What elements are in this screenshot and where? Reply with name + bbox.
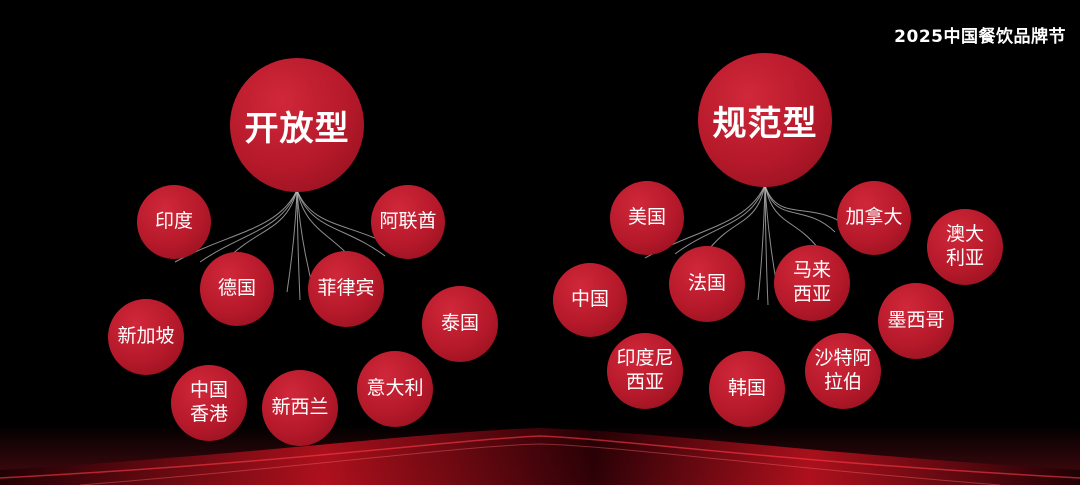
- country-node: 加拿大: [837, 181, 911, 255]
- brand-title: 2025中国餐饮品牌节: [894, 27, 1066, 47]
- country-node: 韩国: [709, 351, 785, 427]
- country-label: 菲律宾: [317, 277, 375, 300]
- hub-open-type-label: 开放型: [244, 108, 350, 149]
- country-label: 法国: [687, 272, 726, 295]
- country-label: 韩国: [727, 377, 766, 400]
- country-label: 阿联酋: [379, 210, 437, 233]
- country-label: 墨西哥: [887, 309, 945, 332]
- country-label: 中国: [570, 288, 609, 311]
- country-label: 印度尼 西亚: [616, 347, 674, 393]
- country-label: 新加坡: [117, 325, 175, 348]
- country-node: 墨西哥: [878, 283, 954, 359]
- country-node: 澳大 利亚: [927, 209, 1003, 285]
- country-node: 新西兰: [262, 370, 338, 446]
- country-label: 德国: [217, 277, 256, 300]
- connector-curve: [764, 184, 836, 233]
- country-label: 马来 西亚: [792, 259, 831, 305]
- country-node: 中国 香港: [171, 365, 247, 441]
- hub-standard-type-label: 规范型: [712, 103, 818, 144]
- country-label: 加拿大: [845, 206, 903, 229]
- connector-curve: [764, 184, 819, 249]
- connector-curve: [296, 189, 386, 257]
- connector-curve: [764, 184, 769, 306]
- country-node: 马来 西亚: [774, 245, 850, 321]
- connector-curve: [286, 189, 298, 293]
- country-label: 泰国: [440, 312, 479, 335]
- hub-standard-type: 规范型: [698, 53, 832, 187]
- connector-curve: [199, 189, 298, 263]
- country-node: 印度尼 西亚: [607, 333, 683, 409]
- country-label: 澳大 利亚: [945, 223, 984, 269]
- country-node: 德国: [200, 252, 274, 326]
- country-label: 意大利: [366, 377, 424, 400]
- country-node: 美国: [610, 181, 684, 255]
- country-label: 中国 香港: [189, 379, 228, 425]
- country-label: 新西兰: [271, 396, 329, 419]
- country-node: 中国: [553, 263, 627, 337]
- country-node: 意大利: [357, 351, 433, 427]
- country-node: 沙特阿 拉伯: [805, 333, 881, 409]
- connector-lines: [174, 184, 851, 306]
- country-label: 印度: [154, 210, 193, 233]
- country-label: 沙特阿 拉伯: [814, 347, 872, 393]
- connector-curve: [674, 184, 766, 255]
- country-label: 美国: [627, 206, 666, 229]
- country-node: 法国: [669, 246, 745, 322]
- country-node: 新加坡: [108, 299, 184, 375]
- country-node: 泰国: [422, 286, 498, 362]
- connector-curve: [757, 184, 766, 301]
- country-node: 阿联酋: [371, 185, 445, 259]
- country-node: 菲律宾: [308, 251, 384, 327]
- hub-open-type: 开放型: [230, 58, 364, 192]
- connector-curve: [227, 189, 298, 259]
- connector-curve: [709, 184, 766, 249]
- connector-curve: [296, 189, 301, 301]
- country-node: 印度: [137, 185, 211, 259]
